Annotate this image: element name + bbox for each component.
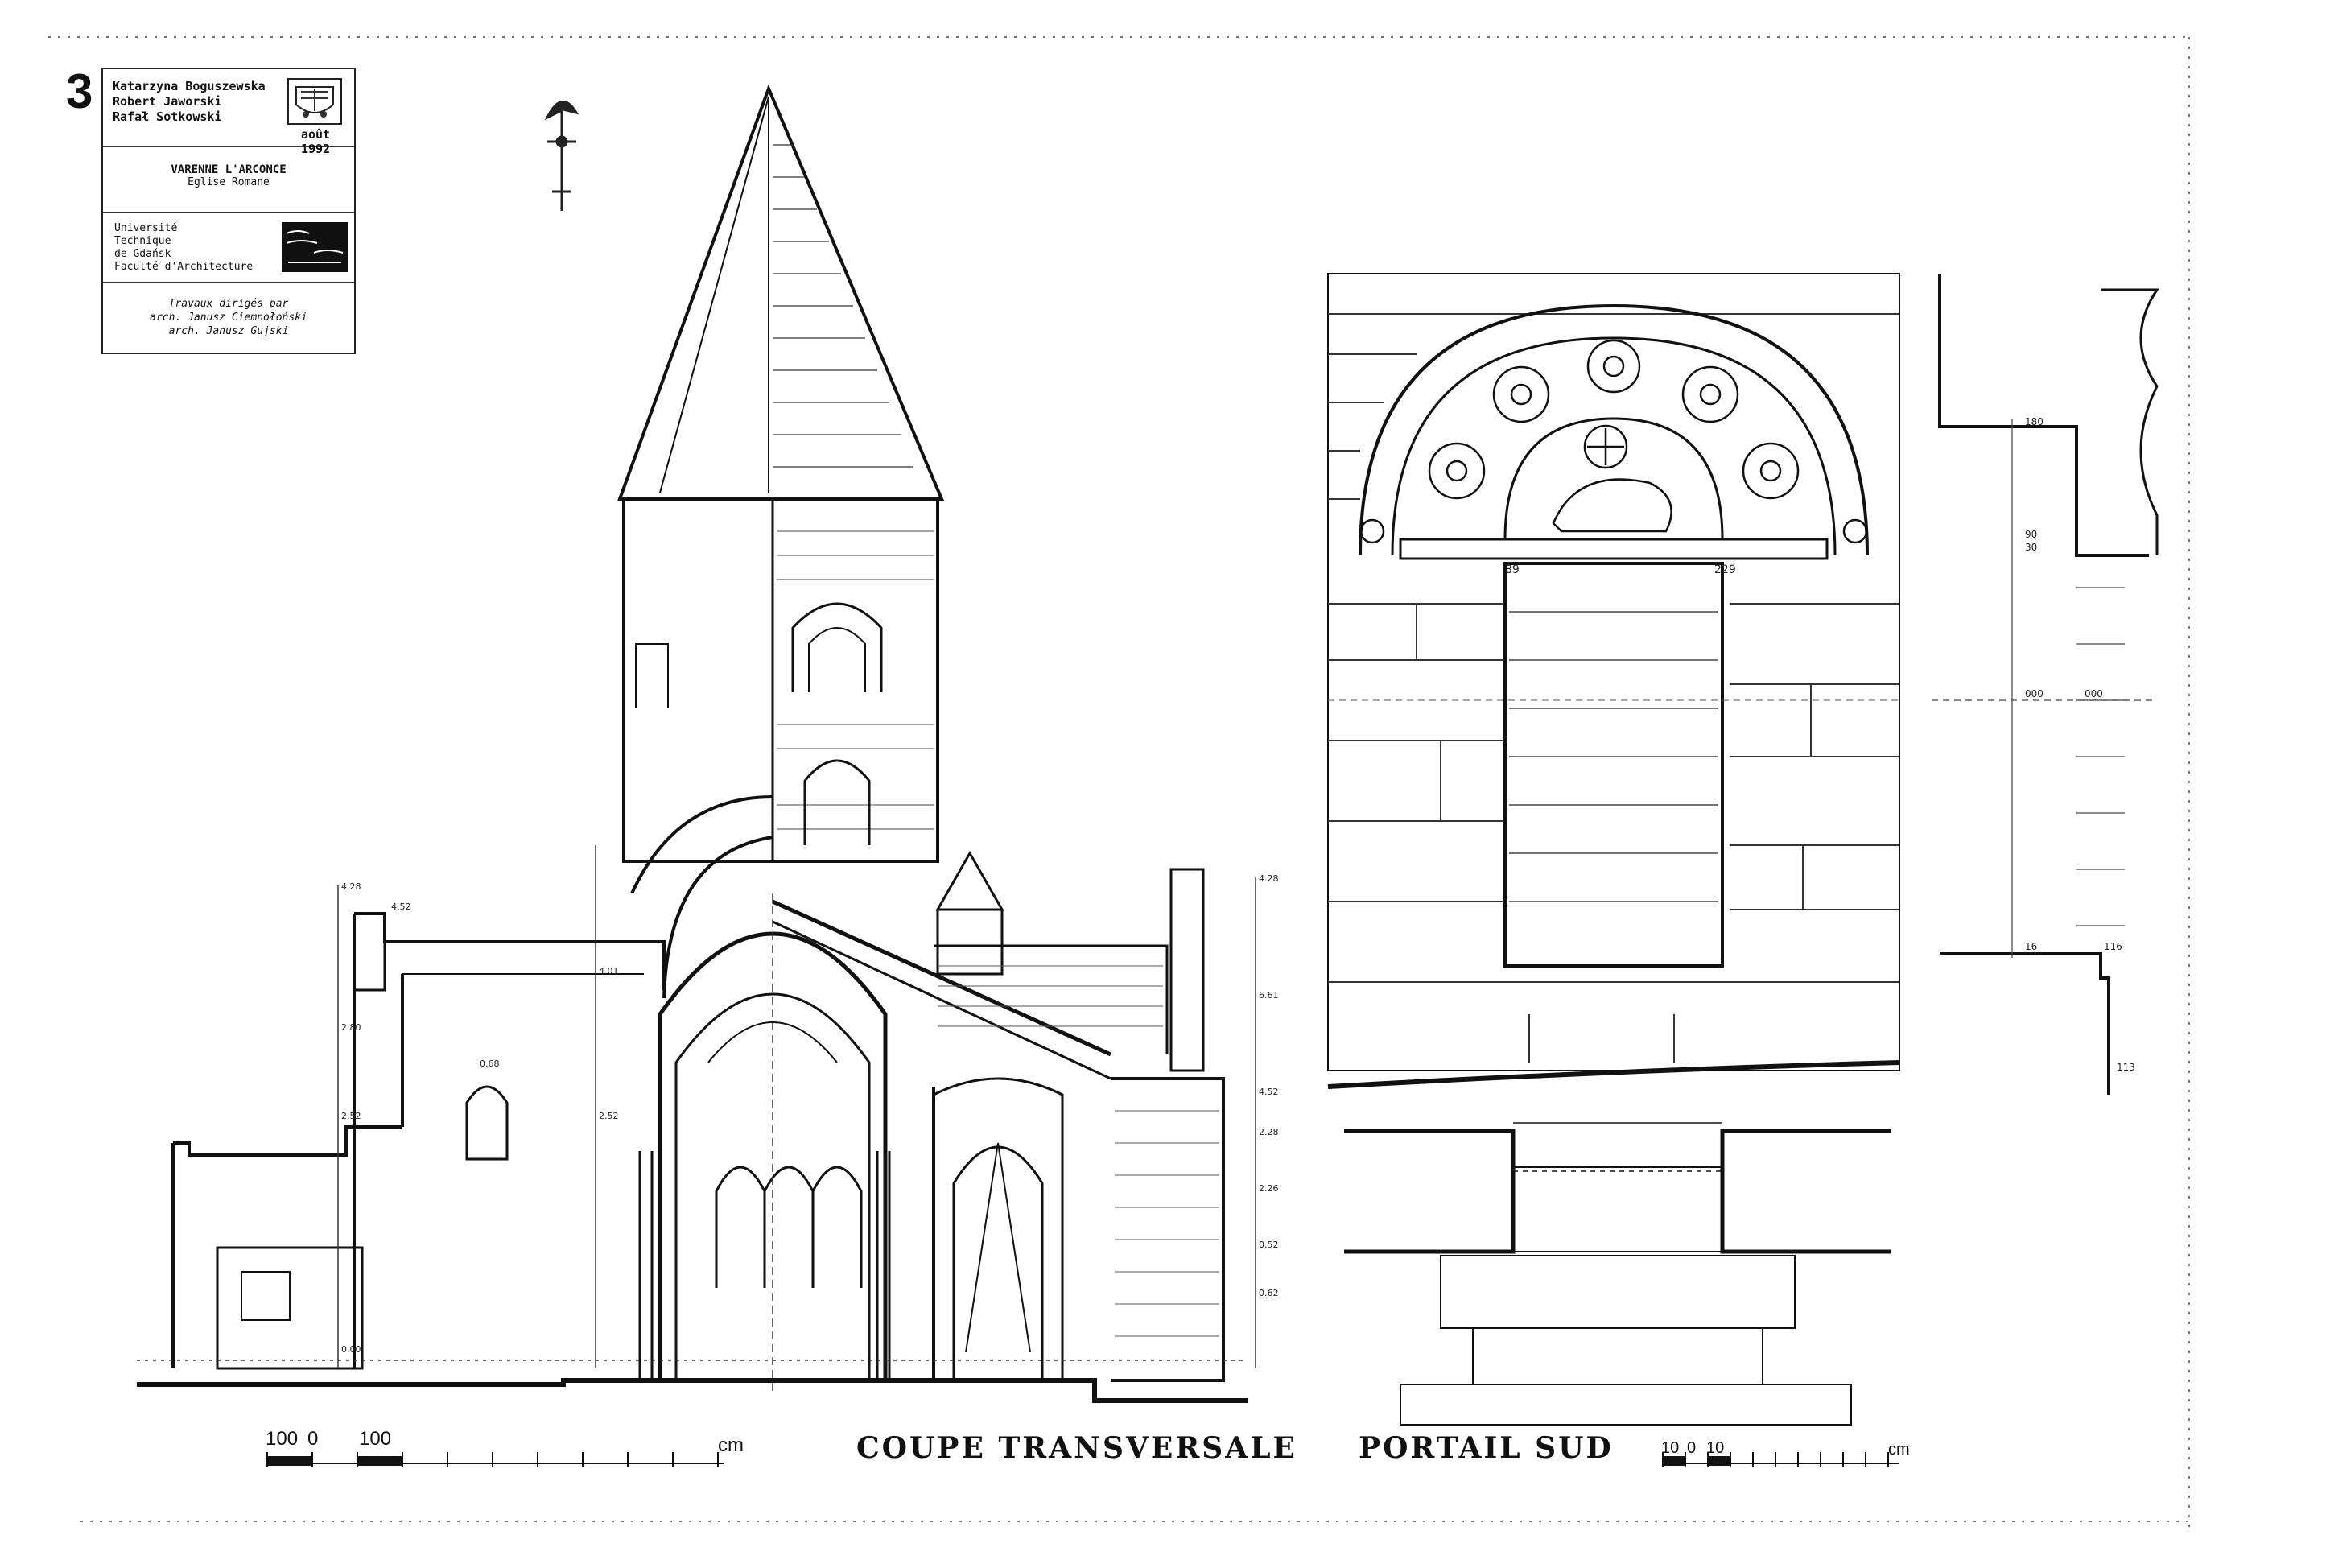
dimension-label: 116 bbox=[2104, 941, 2122, 952]
title-block-site: VARENNE L'ARCONCE Eglise Romane bbox=[103, 147, 354, 213]
dimension-label: 000 bbox=[2025, 688, 2043, 699]
dimension-label: 229 bbox=[1714, 563, 1736, 576]
scale-unit-label: cm bbox=[1888, 1441, 1910, 1459]
title-block-authors: Katarzyna Boguszewska Robert Jaworski Ra… bbox=[103, 69, 354, 156]
portal-profile-dimensions: 180 90 30 000 000 16 116 113 bbox=[2025, 416, 2135, 1073]
author-name: Rafał Sotkowski bbox=[113, 109, 222, 124]
site-name: VARENNE L'ARCONCE bbox=[171, 163, 287, 176]
weathervane-icon bbox=[544, 101, 579, 211]
coat-of-arms-icon bbox=[287, 78, 342, 125]
dimension-label: 6.61 bbox=[1259, 990, 1279, 1001]
school-logo-icon bbox=[282, 222, 348, 272]
scale-unit-label: cm bbox=[718, 1434, 744, 1456]
section-caption: COUPE TRANSVERSALE bbox=[856, 1431, 1297, 1465]
dimension-label: 2.52 bbox=[599, 1111, 619, 1121]
director-name: arch. Janusz Ciemnołoński bbox=[150, 312, 307, 324]
author-list: Katarzyna Boguszewska Robert Jaworski Ra… bbox=[113, 79, 266, 125]
title-block-university: Université Technique de Gdańsk Faculté d… bbox=[103, 213, 354, 283]
site-subtitle: Eglise Romane bbox=[188, 176, 270, 188]
cross-section-drawing bbox=[137, 84, 1256, 1403]
dimension-label: 4.52 bbox=[391, 902, 411, 912]
scale-tick-label: 0 bbox=[307, 1428, 319, 1450]
portal-elevation-drawing bbox=[1327, 273, 1900, 1089]
dimension-label: 2.80 bbox=[341, 1022, 361, 1033]
section-dimensions: 4.28 4.52 2.80 2.52 0.00 4.01 2.52 0.68 … bbox=[341, 873, 1279, 1355]
scale-tick-label: 10 bbox=[1661, 1439, 1680, 1457]
portal-caption: PORTAIL SUD bbox=[1359, 1431, 1614, 1465]
dimension-label: 180 bbox=[2025, 416, 2043, 427]
director-name: arch. Janusz Gujski bbox=[168, 325, 289, 337]
dimension-label: 0.62 bbox=[1259, 1288, 1279, 1298]
portal-profile-drawing bbox=[1932, 274, 2159, 1095]
university-lines: Université Technique de Gdańsk Faculté d… bbox=[114, 222, 253, 274]
title-block-direction: Travaux dirigés par arch. Janusz Ciemnoł… bbox=[103, 283, 354, 352]
scale-tick-label: 100 bbox=[266, 1428, 299, 1450]
dimension-label: 000 bbox=[2085, 688, 2103, 699]
scale-tick-label: 10 bbox=[1706, 1439, 1725, 1457]
university-line: Faculté d'Architecture bbox=[114, 261, 254, 273]
dimension-label: 0.52 bbox=[1259, 1240, 1279, 1250]
dimension-label: 16 bbox=[2025, 941, 2037, 952]
dimension-label: 2.26 bbox=[1259, 1183, 1279, 1194]
dimension-label: 4.01 bbox=[599, 966, 619, 976]
scale-tick-label: 100 bbox=[359, 1428, 392, 1450]
dimension-label: 113 bbox=[2117, 1062, 2135, 1073]
dimension-label: 4.28 bbox=[1259, 873, 1279, 884]
university-line: Technique bbox=[114, 235, 171, 247]
title-block: Katarzyna Boguszewska Robert Jaworski Ra… bbox=[101, 68, 356, 354]
dimension-label: 0.00 bbox=[341, 1344, 361, 1355]
dimension-label: 2.52 bbox=[341, 1111, 361, 1121]
scale-tick-label: 0 bbox=[1687, 1439, 1697, 1457]
university-line: de Gdańsk bbox=[114, 248, 171, 260]
dimension-label: 4.28 bbox=[341, 881, 361, 892]
dimension-label: 0.68 bbox=[480, 1058, 500, 1069]
section-scale-bar bbox=[266, 1452, 724, 1467]
dimension-label: 89 bbox=[1505, 563, 1520, 576]
sheet-number: 3 bbox=[66, 64, 93, 118]
dimension-label: 4.52 bbox=[1259, 1087, 1279, 1097]
portal-elevation-dimensions: 89 229 bbox=[1505, 563, 1736, 576]
portal-plan-drawing bbox=[1344, 1122, 1891, 1426]
dimension-label: 30 bbox=[2025, 542, 2037, 553]
direction-label: Travaux dirigés par bbox=[168, 298, 289, 310]
university-line: Université bbox=[114, 222, 178, 234]
dimension-label: 90 bbox=[2025, 529, 2037, 540]
author-name: Katarzyna Boguszewska bbox=[113, 79, 266, 93]
dimension-label: 2.28 bbox=[1259, 1127, 1279, 1137]
sheet-frame bbox=[48, 36, 2190, 1529]
author-name: Robert Jaworski bbox=[113, 94, 222, 109]
portal-scale-bar bbox=[1662, 1452, 1899, 1467]
drawing-date: août 1992 bbox=[300, 127, 331, 156]
agnus-dei-icon bbox=[1552, 424, 1672, 533]
